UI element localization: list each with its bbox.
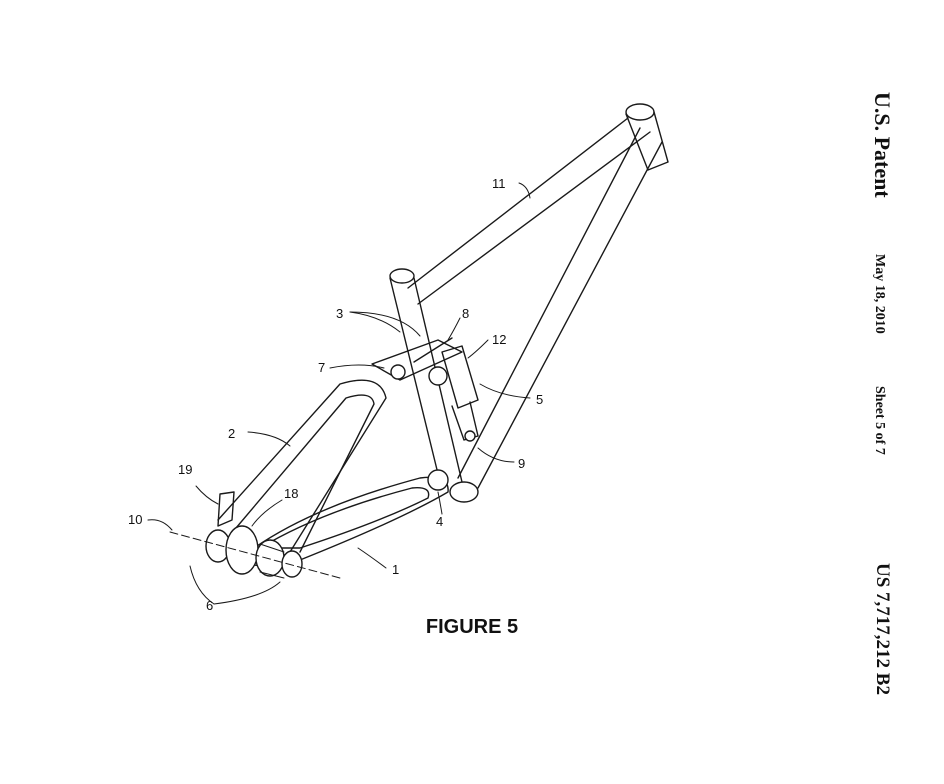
sheet-number: Sheet 5 of 7 bbox=[872, 386, 887, 455]
leader-lines bbox=[147, 182, 531, 605]
ref-8: 8 bbox=[462, 306, 469, 321]
ref-7: 7 bbox=[318, 360, 325, 375]
down-tube bbox=[457, 127, 663, 489]
top-tube bbox=[407, 117, 651, 305]
ref-19: 19 bbox=[178, 462, 192, 477]
rocker-link bbox=[371, 337, 463, 386]
ref-4: 4 bbox=[436, 514, 443, 529]
ref-18: 18 bbox=[284, 486, 298, 501]
ref-10: 10 bbox=[128, 512, 142, 527]
patent-title: U.S. Patent bbox=[870, 92, 895, 198]
ref-12: 12 bbox=[492, 332, 506, 347]
ref-11: 11 bbox=[492, 176, 506, 191]
ref-3: 3 bbox=[336, 306, 343, 321]
shock-absorber bbox=[441, 345, 479, 442]
seat-stay bbox=[217, 379, 387, 553]
axle-center-line bbox=[169, 531, 341, 579]
ref-2: 2 bbox=[228, 426, 235, 441]
ref-6: 6 bbox=[206, 598, 213, 613]
ref-5: 5 bbox=[536, 392, 543, 407]
patent-date: May 18, 2010 bbox=[872, 254, 887, 334]
figure-caption: FIGURE 5 bbox=[425, 616, 519, 638]
ref-9: 9 bbox=[518, 456, 525, 471]
head-tube bbox=[625, 103, 669, 171]
ref-1: 1 bbox=[392, 562, 399, 577]
rear-dropout bbox=[217, 491, 235, 527]
swing-arm bbox=[237, 469, 479, 567]
rear-hub bbox=[205, 525, 303, 579]
patent-number: US 7,717,212 B2 bbox=[872, 563, 893, 695]
